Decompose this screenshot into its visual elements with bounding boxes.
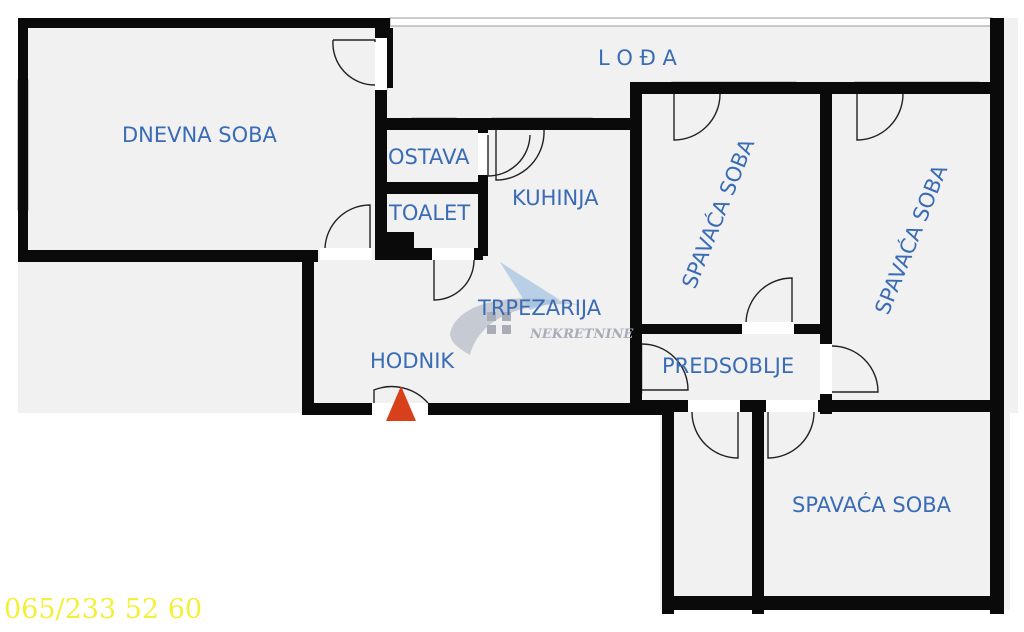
watermark-logo: NEKRETNINE	[450, 262, 634, 355]
room-label-hodnik: HODNIK	[370, 349, 455, 373]
phone-number: 065/233 52 60	[4, 594, 202, 625]
room-label-trpezarija: TRPEZARIJA	[477, 296, 602, 320]
room-label-spavaca-soba-3: SPAVAĆA SOBA	[792, 492, 952, 517]
room-label-dnevna-soba: DNEVNA SOBA	[122, 123, 278, 147]
entrance-marker-icon	[386, 386, 416, 421]
room-label-ostava: OSTAVA	[388, 145, 470, 169]
room-label-toalet: TOALET	[388, 201, 470, 225]
watermark-square-icon	[487, 312, 496, 321]
watermark-square-icon	[502, 312, 511, 321]
room-label-lodja: L O Đ A	[598, 46, 678, 70]
watermark-swoosh-icon	[450, 298, 580, 355]
watermark-text: NEKRETNINE	[529, 327, 634, 342]
watermark-square-icon	[487, 325, 496, 334]
room-label-kuhinja: KUHINJA	[512, 186, 599, 210]
watermark-arrow-icon	[500, 262, 560, 310]
watermark-square-icon	[502, 325, 511, 334]
room-label-predsoblje: PREDSOBLJE	[662, 354, 794, 378]
